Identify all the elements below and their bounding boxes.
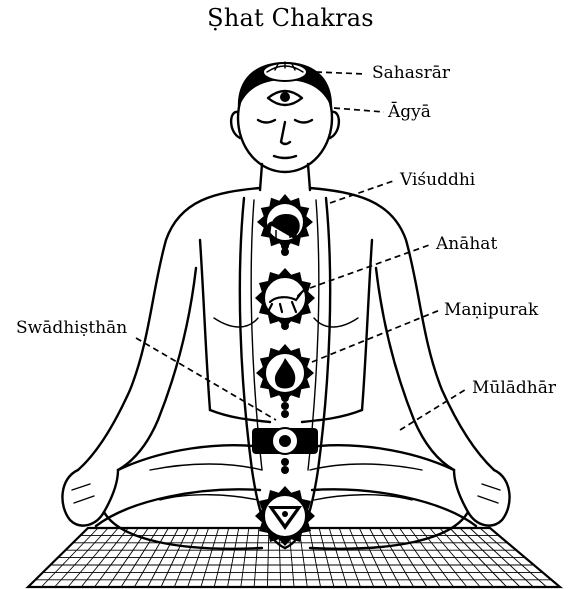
label-leaders [135,71,469,431]
label-swadhisthan: Swādhiṣthān [16,318,128,338]
label-sahasrar: Sahasrār [372,63,450,83]
visuddhi-chakra-icon [257,194,313,250]
label-visuddhi: Viśuddhi [400,170,476,190]
leader-muladhar [399,387,469,431]
seated-figure [61,62,511,550]
leader-sahasrar [315,71,367,75]
leader-visuddhi [329,179,397,204]
leader-anahat [309,243,433,289]
label-manipurak: Maṇipurak [444,300,539,320]
leader-manipurak [311,309,441,363]
anahat-chakra-icon [255,268,315,328]
label-anahat: Anāhat [436,234,498,254]
leader-agya [333,107,385,113]
label-agya: Āgyā [388,102,431,122]
label-muladhar: Mūlādhār [472,378,557,398]
sahasrar-chakra-icon [262,61,308,82]
diagram-title: Ṣhat Chakras [207,4,374,32]
manipurak-chakra-icon [256,344,314,402]
leader-swadhisthan [135,337,277,421]
muladhar-chakra-icon [255,486,315,546]
swadhisthan-chakra-icon [252,427,318,455]
third-eye-icon [266,89,304,107]
